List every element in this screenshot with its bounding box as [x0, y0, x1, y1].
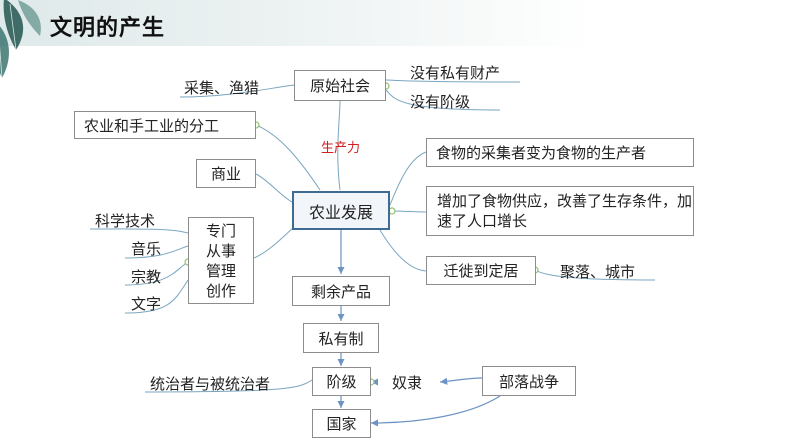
label-productivity: 生产力 — [321, 141, 361, 156]
node-state: 国家 — [312, 409, 371, 438]
node-no-classes: 没有阶级 — [410, 93, 471, 111]
node-music: 音乐 — [131, 240, 162, 258]
node-no-private-property: 没有私有财产 — [410, 64, 501, 82]
specialists-line: 创作 — [205, 281, 236, 300]
node-religion: 宗教 — [131, 268, 162, 286]
node-tribal-war: 部落战争 — [482, 366, 576, 396]
node-food-supply: 增加了食物供应，改善了生存条件，加速了人口增长 — [426, 186, 694, 236]
node-agriculture-center: 农业发展 — [292, 191, 390, 230]
link-spec-religion — [124, 261, 189, 286]
node-settlement: 迁徙到定居 — [426, 256, 536, 285]
node-rulers-ruled: 统治者与被统治者 — [150, 375, 271, 393]
link-center-primitive — [337, 99, 341, 191]
node-gather-hunt: 采集、渔猎 — [184, 79, 260, 97]
link-spec-sci — [89, 228, 189, 234]
header-band — [0, 0, 794, 46]
node-division-of-labor: 农业和手工业的分工 — [74, 111, 256, 139]
arrow-war-slaves — [439, 377, 483, 385]
link-center-division — [255, 124, 321, 191]
link-center-producers — [389, 151, 427, 206]
link-spec-music — [124, 245, 189, 259]
node-surplus: 剩余产品 — [292, 276, 390, 306]
link-center-specialists — [253, 225, 296, 259]
node-classes: 阶级 — [312, 367, 371, 396]
node-villages-cities: 聚落、城市 — [560, 263, 636, 281]
page-title: 文明的产生 — [50, 16, 166, 41]
link-primitive-gather — [179, 84, 295, 98]
specialists-line: 从事 — [205, 241, 236, 260]
arrow-war-state — [370, 395, 501, 427]
link-classes-rulers — [144, 379, 313, 393]
link-primitive-noprop — [385, 79, 521, 83]
node-producers: 食物的采集者变为食物的生产者 — [426, 138, 694, 167]
link-spec-writing — [124, 279, 189, 314]
node-commerce: 商业 — [196, 159, 256, 188]
specialists-line: 管理 — [205, 261, 236, 280]
header-banner: 文明的产生 — [0, 0, 794, 79]
node-specialists: 专门 从事 管理 创作 — [188, 217, 254, 304]
node-primitive-society: 原始社会 — [294, 70, 386, 101]
specialists-line: 专门 — [205, 221, 236, 240]
link-center-settle — [379, 229, 427, 272]
node-sci-tech: 科学技术 — [95, 212, 156, 230]
node-private-ownership: 私有制 — [303, 323, 379, 353]
leaf-decoration-icon — [0, 0, 41, 79]
link-primitive-noclass — [385, 89, 501, 111]
node-writing: 文字 — [131, 295, 162, 313]
link-center-commerce — [255, 173, 293, 203]
node-slaves: 奴隶 — [392, 374, 423, 392]
